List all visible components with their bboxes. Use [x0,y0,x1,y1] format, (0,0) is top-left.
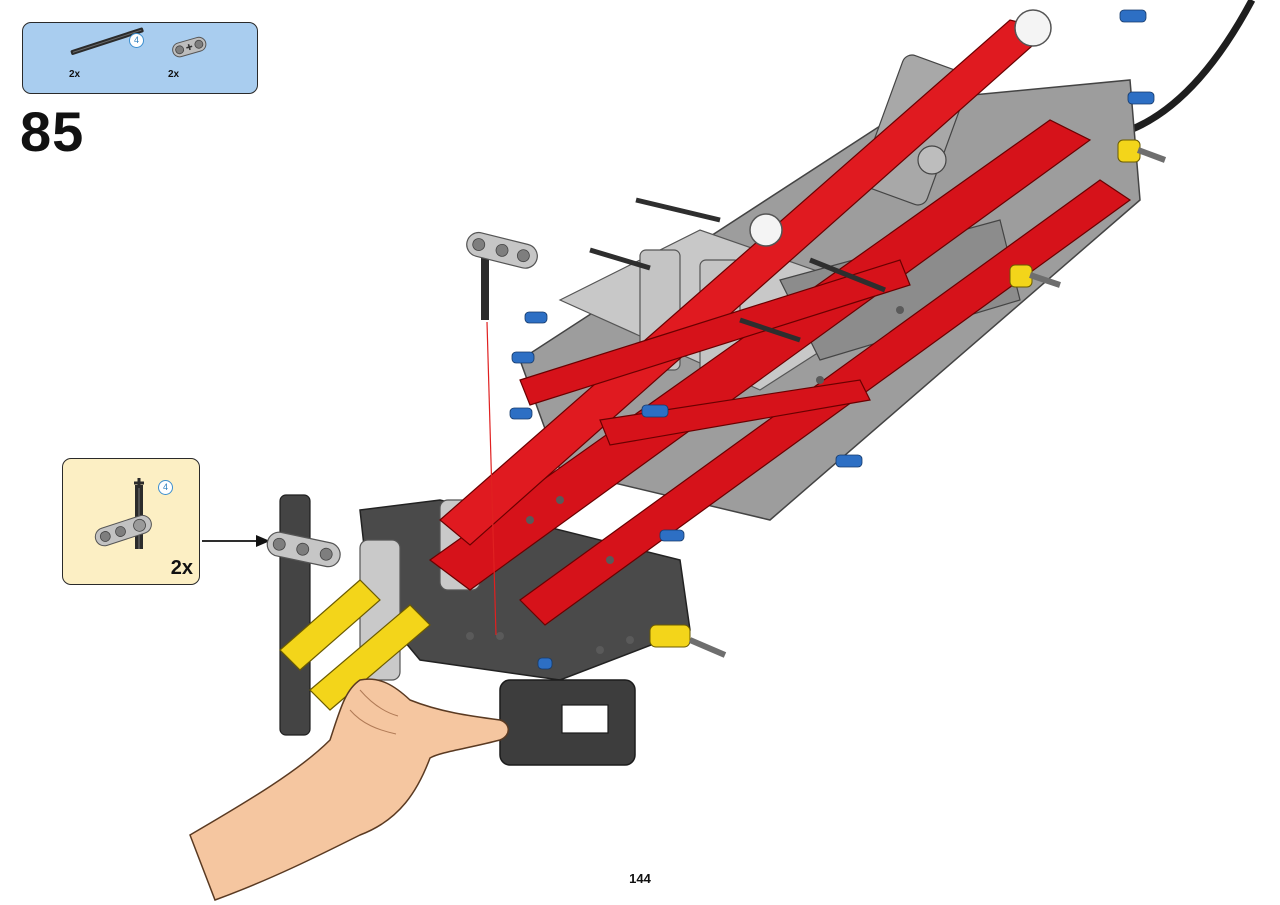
callout-quantity: 2x [170,557,193,579]
axle-length-badge: 4 [129,33,144,48]
axle-quantity: 2x [69,69,81,80]
page-number: 144 [629,871,651,886]
step-number: 85 [20,100,85,163]
connector-part-icon [172,36,207,58]
callout-assembly-icon [94,478,152,549]
sub-assembly-callout: 4 2x [62,458,200,585]
placement-guide-line [486,321,497,636]
new-part-indicator [466,231,538,320]
connector-quantity: 2x [168,69,180,80]
axle-part-icon [70,27,144,55]
parts-list-panel: 4 2x 2x [22,22,258,94]
callout-length-badge: 4 [158,480,173,495]
